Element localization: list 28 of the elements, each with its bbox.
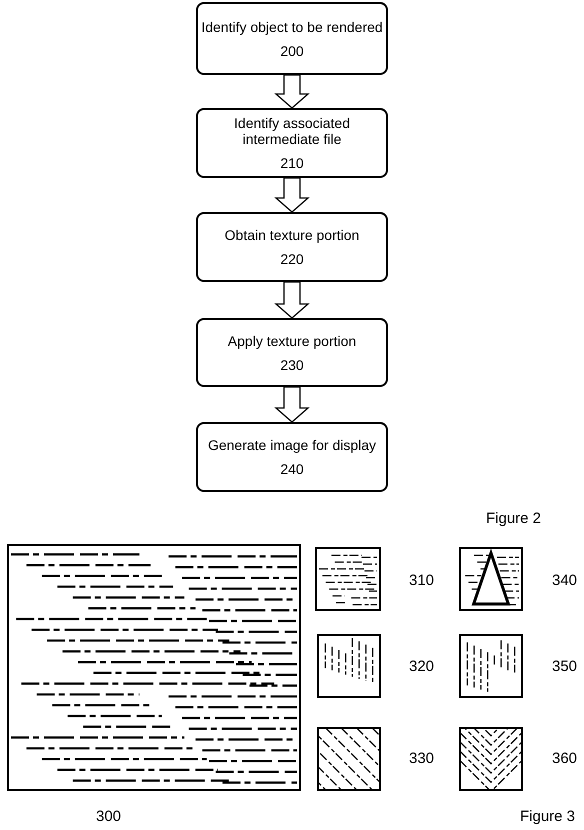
reference-number: 330 <box>409 750 434 767</box>
block-arrow <box>274 177 310 213</box>
reference-number: 220 <box>280 251 304 267</box>
reference-number: 210 <box>280 155 304 171</box>
process-box <box>196 318 388 387</box>
reference-number: 340 <box>552 572 578 589</box>
reference-number: 230 <box>280 356 304 372</box>
process-box <box>196 422 388 492</box>
block-arrow <box>274 281 310 319</box>
reference-number: 310 <box>409 572 434 589</box>
step-text: Obtain texture portion <box>224 227 360 243</box>
process-box <box>196 108 388 178</box>
step-text: Generate image for display <box>208 437 376 453</box>
figure-caption: Figure 2 <box>486 510 542 527</box>
reference-number: 320 <box>409 658 434 675</box>
step-text: Apply texture portion <box>228 332 356 348</box>
figure-caption: Figure 3 <box>520 808 576 825</box>
reference-number: 360 <box>552 750 578 767</box>
process-box <box>196 212 388 282</box>
step-text: Identify associated intermediate file <box>233 115 351 147</box>
reference-number: 300 <box>96 808 122 825</box>
process-box <box>196 2 388 75</box>
reference-number: 200 <box>280 42 304 58</box>
block-arrow <box>274 386 310 423</box>
step-text: Identify object to be rendered <box>201 18 383 34</box>
reference-number: 350 <box>552 658 578 675</box>
reference-number: 240 <box>280 461 304 477</box>
block-arrow <box>274 74 310 109</box>
